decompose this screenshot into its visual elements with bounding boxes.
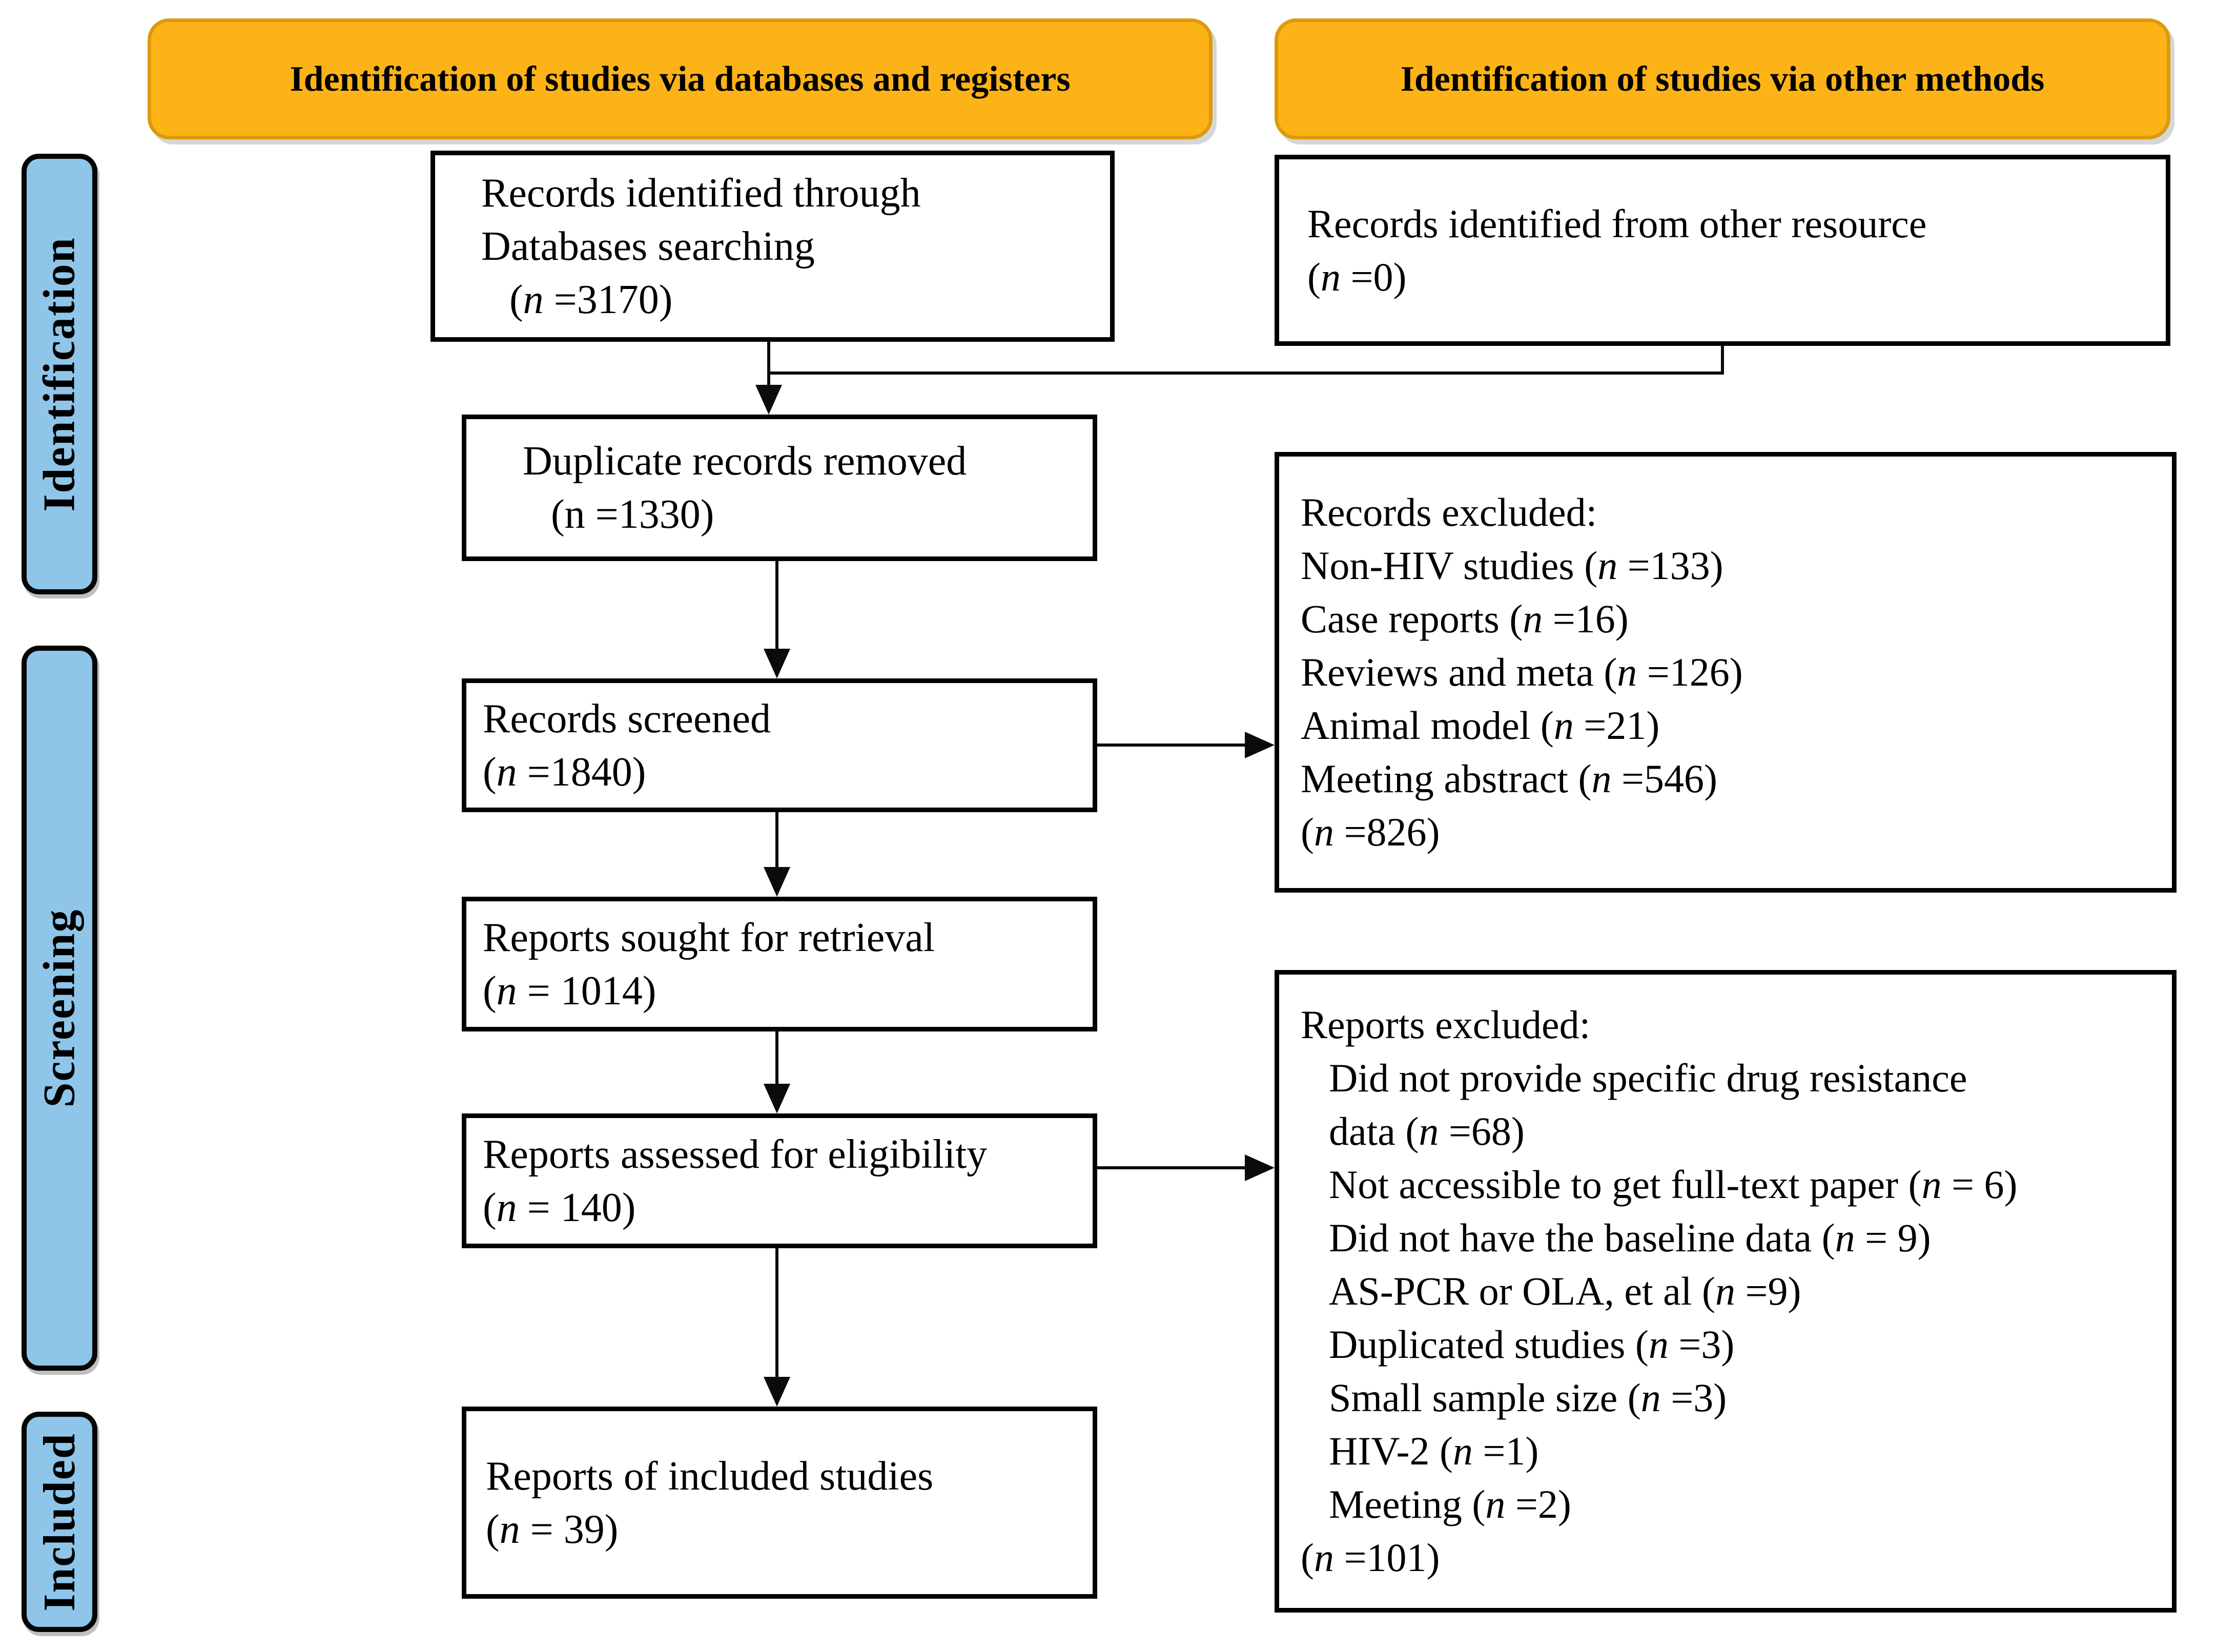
stage-label-included: Included [22, 1412, 97, 1632]
arrow-screened-to-sought-line [775, 812, 778, 868]
box-text-line: Reports excluded: [1301, 1002, 1591, 1047]
arrow-identified-to-duplicates-line [767, 342, 770, 387]
box-text-line: Animal model (n =21) [1301, 703, 1660, 748]
arrow-screened-to-excluded-line [1097, 744, 1245, 747]
arrow-assessed-to-excluded-line [1097, 1166, 1245, 1169]
box-text-line: Meeting (n =2) [1329, 1482, 1571, 1526]
box-text-line: HIV-2 (n =1) [1329, 1429, 1539, 1473]
box-duplicates-removed: Duplicate records removed (n =1330) [462, 415, 1097, 561]
box-text-line: Duplicate records removed [523, 439, 967, 484]
box-text-line: Reports sought for retrieval [483, 915, 935, 960]
stage-label-screening: Screening [22, 646, 97, 1371]
box-text-line: Reviews and meta (n =126) [1301, 650, 1743, 694]
box-records-other-resource: Records identified from other resource (n… [1275, 155, 2170, 346]
box-text-line: Duplicated studies (n =3) [1329, 1322, 1735, 1367]
box-text-line: Reports assessed for eligibility [483, 1131, 988, 1177]
box-text-line: (n = 1014) [483, 968, 656, 1014]
box-reports-excluded: Reports excluded: Did not provide specifi… [1275, 970, 2177, 1613]
box-text-line: (n =0) [1307, 254, 1407, 299]
box-reports-assessed: Reports assessed for eligibility (n = 140… [462, 1113, 1097, 1248]
box-text-line: Case reports (n =16) [1301, 596, 1629, 641]
connector-other-resource-horizontal-line [767, 371, 1724, 375]
box-text-line: Did not provide specific drug resistance [1329, 1056, 1967, 1100]
stage-label-identification: Identification [22, 154, 97, 594]
box-text-line: AS-PCR or OLA, et al (n =9) [1329, 1269, 1801, 1313]
box-text-line: (n =3170) [509, 277, 673, 322]
arrow-assessed-to-excluded-head [1245, 1154, 1275, 1181]
box-text-line: Not accessible to get full-text paper (n… [1329, 1162, 2018, 1207]
box-text-line: (n = 140) [483, 1185, 636, 1230]
arrow-identified-to-duplicates-head [755, 385, 782, 415]
stage-label-screening-text: Screening [34, 908, 85, 1108]
box-text-line: (n =826) [1301, 810, 1440, 854]
box-text-line: Records identified through [481, 170, 921, 216]
stage-label-identification-text: Identification [34, 236, 85, 512]
box-text-line: data (n =68) [1329, 1109, 1525, 1153]
box-reports-sought: Reports sought for retrieval (n = 1014) [462, 897, 1097, 1031]
box-text-line: Reports of included studies [486, 1453, 934, 1499]
box-text-line: Small sample size (n =3) [1329, 1375, 1727, 1420]
arrow-screened-to-excluded-head [1245, 732, 1275, 758]
box-text-line: Records excluded: [1301, 490, 1597, 534]
stage-label-included-text: Included [34, 1432, 85, 1612]
box-text-line: Records identified from other resource [1307, 201, 1927, 246]
arrow-duplicates-to-screened-line [775, 561, 778, 649]
box-text-line: (n =101) [1301, 1535, 1440, 1580]
box-text-line: Databases searching [481, 223, 815, 269]
box-text-line: Non-HIV studies (n =133) [1301, 543, 1723, 588]
box-reports-included: Reports of included studies (n = 39) [462, 1407, 1097, 1599]
box-text-line: Did not have the baseline data (n = 9) [1329, 1215, 1931, 1260]
arrow-screened-to-sought-head [764, 867, 790, 897]
arrow-sought-to-assessed-head [764, 1084, 790, 1113]
box-text-line: Records screened [483, 696, 771, 741]
box-text-line: (n =1330) [551, 492, 714, 537]
box-records-excluded: Records excluded: Non-HIV studies (n =133… [1275, 452, 2177, 893]
arrow-assessed-to-included-line [775, 1248, 778, 1377]
header-other-methods: Identification of studies via other meth… [1275, 18, 2170, 139]
header-databases-registers: Identification of studies via databases … [148, 18, 1213, 139]
arrow-sought-to-assessed-line [775, 1031, 778, 1084]
box-text-line: (n =1840) [483, 749, 646, 795]
arrow-duplicates-to-screened-head [764, 649, 790, 678]
box-records-screened: Records screened (n =1840) [462, 678, 1097, 812]
box-text-line: (n = 39) [486, 1506, 619, 1552]
box-text-line: Meeting abstract (n =546) [1301, 756, 1717, 801]
connector-other-resource-drop-line [1721, 346, 1724, 375]
arrow-assessed-to-included-head [764, 1377, 790, 1407]
